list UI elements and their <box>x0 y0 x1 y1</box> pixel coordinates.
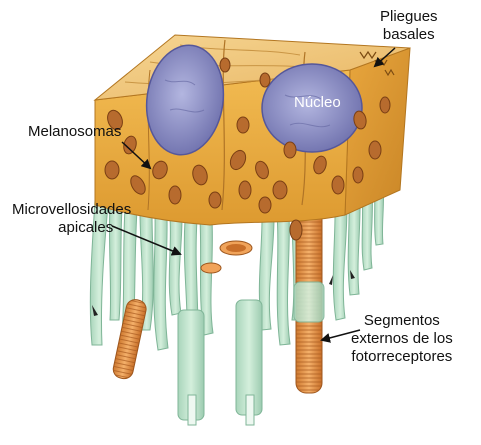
melanosome <box>209 192 221 208</box>
melanosome <box>369 141 381 159</box>
label-microvilli: Microvellosidades apicales <box>12 201 131 237</box>
melanosome <box>220 58 230 72</box>
melanosome <box>290 220 302 240</box>
melanosome <box>380 97 390 113</box>
melanosome <box>260 73 270 87</box>
epithelial-cell-block <box>95 35 410 225</box>
label-outer-segments: Segmentos externos de los fotorreceptore… <box>351 312 453 366</box>
melanosome <box>239 181 251 199</box>
melanosome <box>259 197 271 213</box>
label-melanosomes: Melanosomas <box>28 123 121 141</box>
label-nucleus: Núcleo <box>294 94 341 112</box>
melanosome <box>353 167 363 183</box>
melanosome <box>169 186 181 204</box>
melanosome <box>237 117 249 133</box>
label-basal-folds: Pliegues basales <box>380 8 438 44</box>
melanosome <box>332 176 344 194</box>
melanosome <box>284 142 296 158</box>
melanosome <box>273 181 287 199</box>
melanosome <box>105 161 119 179</box>
